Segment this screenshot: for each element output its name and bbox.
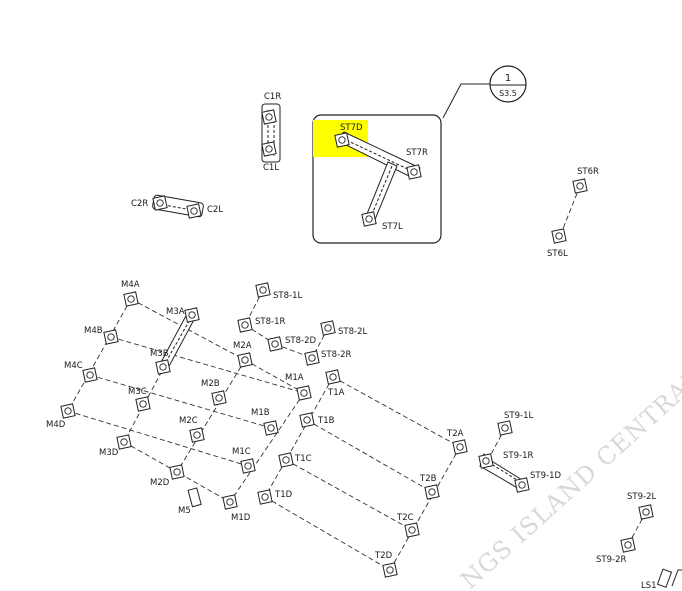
pad-M4B: [103, 329, 119, 345]
pad-T2D: [382, 562, 398, 578]
label-C2L: C2L: [207, 205, 223, 215]
label-C1L: C1L: [263, 163, 279, 173]
pad-M3C: [135, 396, 151, 412]
label-ST7R: ST7R: [406, 148, 428, 158]
label-T1D: T1D: [274, 490, 293, 500]
pad-ST9-2R: [620, 537, 636, 553]
pad-C2L: [186, 203, 202, 219]
label-M2C: M2C: [179, 416, 198, 426]
pad-M3A: [184, 307, 200, 323]
label-M4B: M4B: [84, 326, 103, 336]
pad-C2R: [152, 195, 168, 211]
label-ST8-1R: ST8-1R: [255, 317, 285, 327]
label-T2C: T2C: [396, 513, 414, 523]
pad-ST7D: [334, 132, 350, 148]
pad-ST6L: [551, 228, 567, 244]
pad-ST9-1D: [514, 477, 530, 493]
pad-M1B: [263, 420, 279, 436]
pier-M5: [187, 487, 202, 508]
label-ST8-2R: ST8-2R: [321, 350, 351, 360]
pad-ST8-2D: [267, 336, 283, 352]
label-M4D: M4D: [46, 420, 66, 430]
label-M2B: M2B: [201, 379, 220, 389]
pad-T1C: [278, 452, 294, 468]
label-M5: M5: [178, 506, 191, 516]
label-T2A: T2A: [446, 429, 464, 439]
label-T1A: T1A: [327, 388, 345, 398]
label-ST6L: ST6L: [547, 249, 568, 259]
pad-T1A: [325, 369, 341, 385]
pad-M4D: [60, 403, 76, 419]
pad-M2A: [237, 352, 253, 368]
callout-sheet: S3.5: [499, 89, 517, 98]
pad-M4A: [123, 291, 139, 307]
pad-ST9-1L: [497, 420, 513, 436]
label-M3A: M3A: [166, 307, 185, 317]
pad-ST7L: [361, 211, 377, 227]
label-ST9-1D: ST9-1D: [530, 471, 561, 481]
pad-ST9-1R: [478, 453, 494, 469]
pad-T2C: [404, 522, 420, 538]
pad-M3D: [116, 434, 132, 450]
label-ST9-2L: ST9-2L: [627, 492, 656, 502]
label-M4C: M4C: [64, 361, 83, 371]
pad-T1B: [299, 412, 315, 428]
label-ST7L: ST7L: [382, 222, 403, 232]
pad-M1A: [296, 385, 312, 401]
pad-M1D: [222, 494, 238, 510]
label-C1R: C1R: [264, 92, 281, 102]
ls1-symbol: [656, 568, 682, 588]
pad-M2C: [189, 427, 205, 443]
labels: C1R C1L C2R C2L ST7D ST7R ST7L ST6R ST6L…: [46, 92, 657, 591]
label-ST8-2L: ST8-2L: [338, 327, 367, 337]
label-ST8-2D: ST8-2D: [285, 336, 316, 346]
label-T2D: T2D: [374, 551, 393, 561]
label-C2R: C2R: [131, 199, 148, 209]
label-ST6R: ST6R: [577, 167, 599, 177]
label-M3C: M3C: [128, 387, 147, 397]
pad-C1L: [261, 141, 277, 157]
pad-M2B: [211, 390, 227, 406]
pad-C1R: [261, 109, 277, 125]
pad-T1D: [257, 489, 273, 505]
label-ST9-1L: ST9-1L: [504, 411, 533, 421]
pad-M4C: [82, 367, 98, 383]
pad-ST8-2L: [320, 320, 336, 336]
pad-ST7R: [406, 164, 422, 180]
label-M1C: M1C: [232, 447, 251, 457]
detail-box: [312, 114, 442, 244]
label-T1B: T1B: [317, 416, 335, 426]
label-T1C: T1C: [294, 454, 312, 464]
section-callout: 1 S3.5: [442, 65, 527, 119]
label-M1A: M1A: [285, 373, 304, 383]
beams: [152, 103, 528, 491]
label-ST8-1L: ST8-1L: [273, 291, 302, 301]
pad-ST9-2L: [638, 504, 654, 520]
label-M4A: M4A: [121, 280, 140, 290]
pad-M3B: [155, 359, 171, 375]
label-M3B: M3B: [150, 349, 169, 359]
callout-number: 1: [505, 73, 511, 84]
label-M1D: M1D: [231, 513, 251, 523]
label-ST7D: ST7D: [340, 123, 363, 133]
label-M3D: M3D: [99, 448, 119, 458]
pad-ST8-1L: [255, 282, 271, 298]
pad-ST8-1R: [237, 317, 253, 333]
pad-T2A: [452, 439, 468, 455]
label-M1B: M1B: [251, 408, 270, 418]
label-ST9-1R: ST9-1R: [503, 451, 533, 461]
pad-ST8-2R: [304, 350, 320, 366]
label-M2A: M2A: [233, 341, 252, 351]
pad-ST6R: [572, 178, 588, 194]
label-T2B: T2B: [419, 474, 437, 484]
label-M2D: M2D: [150, 478, 170, 488]
pad-T2B: [424, 484, 440, 500]
label-LS1: LS1: [641, 581, 657, 591]
label-ST9-2R: ST9-2R: [596, 555, 626, 565]
pad-M2D: [169, 464, 185, 480]
pad-M1C: [240, 458, 256, 474]
